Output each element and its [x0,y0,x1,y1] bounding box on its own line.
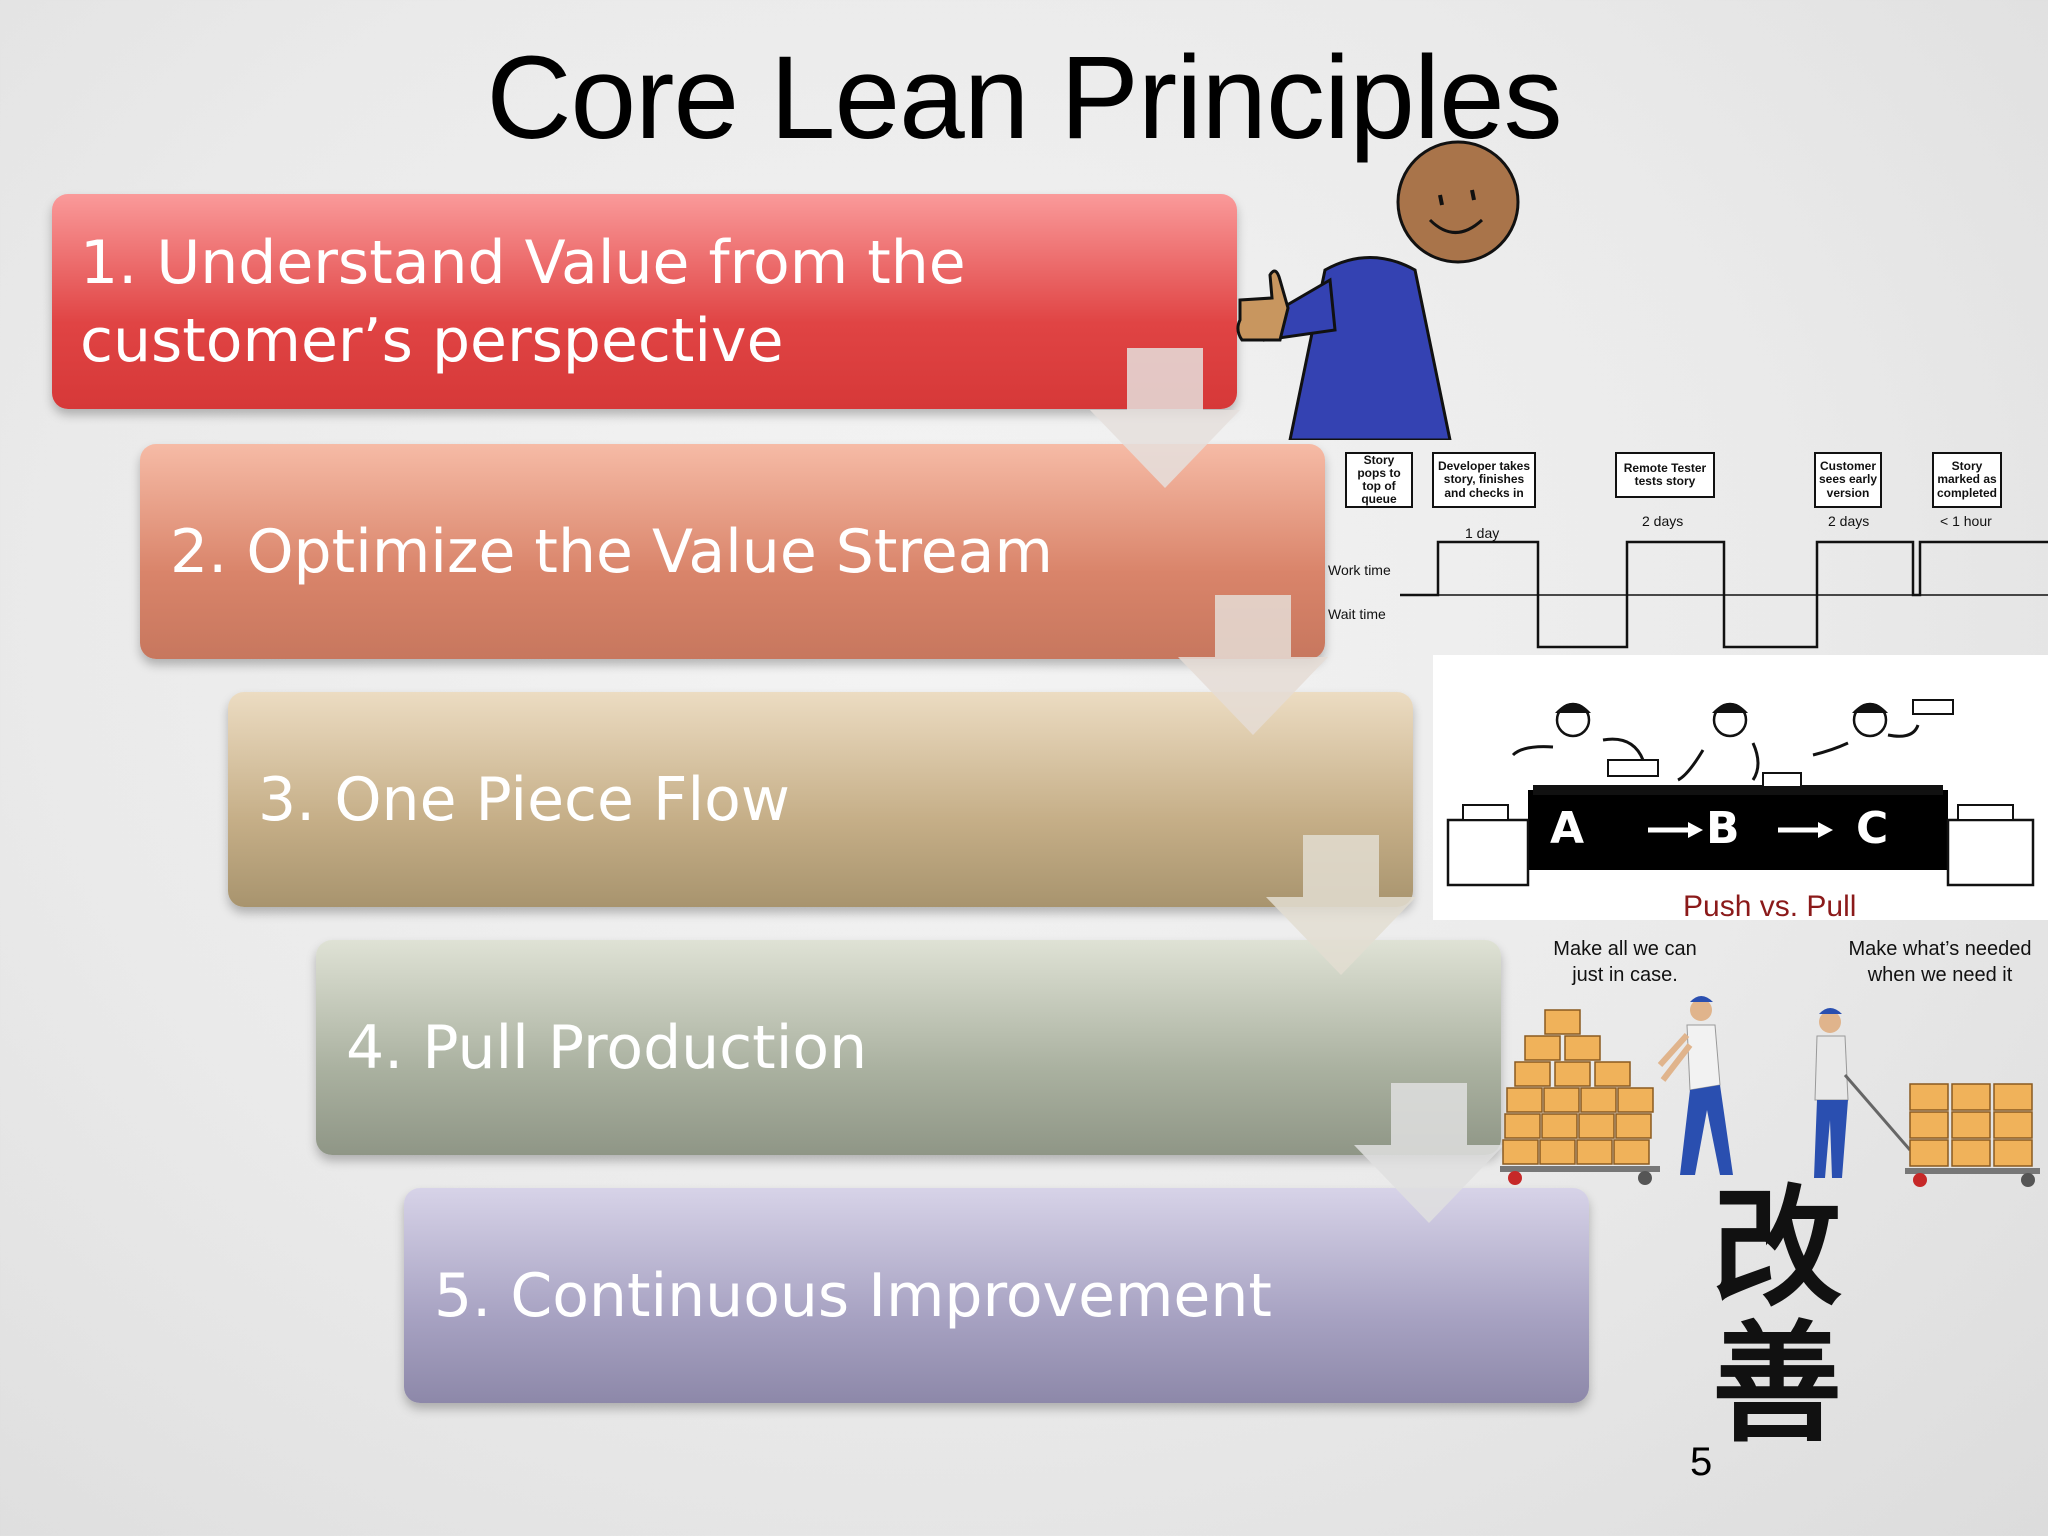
push-caption-line-2: just in case. [1572,964,1678,986]
step-1-box: 1. Understand Value from the customer’s … [52,194,1237,409]
push-vs-pull-title: Push vs. Pull [1683,890,1857,923]
step-4-label: 4. Pull Production [346,1012,868,1083]
step-3-box: 3. One Piece Flow [228,692,1413,907]
pointing-person-illustration [1236,140,1520,440]
push-caption-line-1: Make all we can [1553,938,1697,960]
station-b: B [1706,803,1740,854]
step-5-box: 5. Continuous Improvement [404,1188,1589,1403]
vs-box-3: Remote Tester tests story [1615,452,1715,498]
vs-duration-2: 2 days [1642,513,1684,529]
down-arrow-icon [1090,348,1240,488]
down-arrow-icon [1266,835,1416,975]
vs-duration-3: 2 days [1828,513,1870,529]
vs-timeline [1400,540,2048,649]
pull-cart-illustration [1814,1008,2040,1187]
down-arrow-icon [1178,595,1328,735]
vs-box-5: Story marked as completed [1932,452,2002,508]
station-a: A [1550,803,1585,854]
push-caption: Make all we can just in case. [1520,936,1730,988]
step-2-label: 2. Optimize the Value Stream [170,516,1053,587]
slide-title: Core Lean Principles [486,32,1562,164]
vs-box-4: Customer sees early version [1814,452,1882,508]
step-2-box: 2. Optimize the Value Stream [140,444,1325,659]
value-stream-map: Story pops to top of queue Developer tak… [1320,440,2048,660]
step-1-line-2: customer’s perspective [80,305,784,376]
pull-caption-line-2: when we need it [1867,964,2013,986]
pull-caption-line-1: Make what’s needed [1848,938,2032,960]
step-3-label: 3. One Piece Flow [258,764,790,835]
push-cart-illustration [1500,996,1733,1185]
vs-work-label: Work time [1328,562,1391,578]
step-5-label: 5. Continuous Improvement [434,1260,1272,1331]
vs-duration-1: 1 day [1465,525,1500,541]
vs-duration-4: < 1 hour [1940,513,1992,529]
station-c: C [1856,803,1889,854]
vs-box-1: Story pops to top of queue [1345,452,1413,508]
slide-number: 5 [1690,1440,1713,1484]
vs-wait-label: Wait time [1328,606,1386,622]
down-arrow-icon [1354,1083,1504,1223]
vs-box-2: Developer takes story, finishes and chec… [1432,452,1536,508]
kaizen-char-2: 善 [1712,1307,1843,1460]
step-1-line-1: 1. Understand Value from the [80,227,966,298]
kaizen-char-1: 改 [1712,1171,1843,1324]
step-4-box: 4. Pull Production [316,940,1501,1155]
conveyor-illustration [1446,699,2035,887]
one-piece-flow-illustration: A B C [1433,655,2048,920]
pull-caption: Make what’s needed when we need it [1830,936,2048,988]
